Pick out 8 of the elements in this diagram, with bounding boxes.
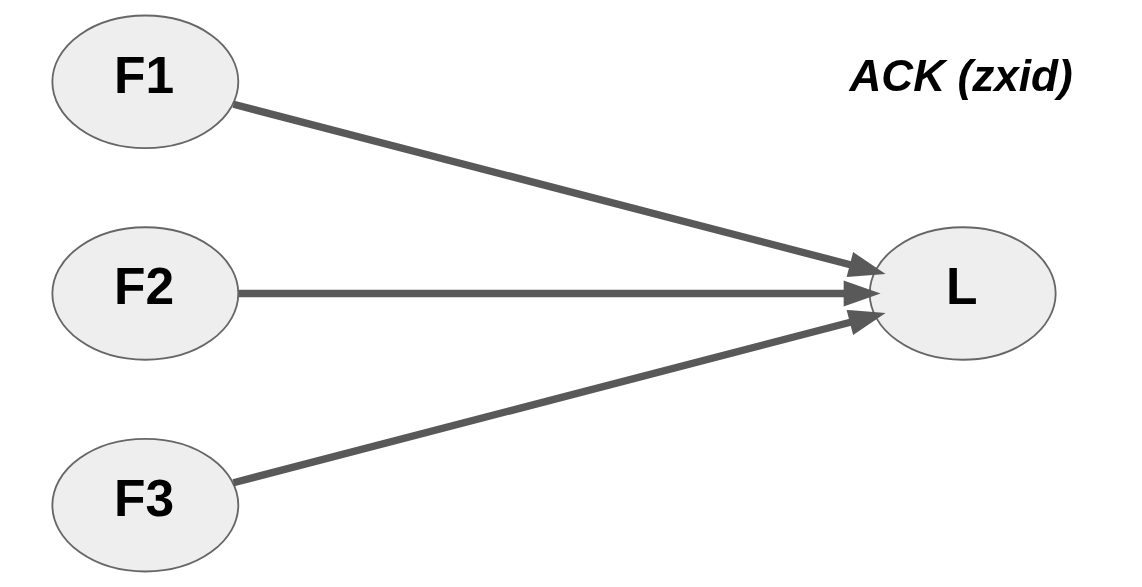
node-ellipse: F2	[50, 226, 239, 361]
node-ellipse: L	[868, 226, 1057, 361]
arrow	[238, 280, 881, 307]
arrow	[232, 100, 886, 278]
arrow	[232, 309, 886, 487]
node-ellipse: F3	[50, 438, 239, 573]
label: ACK (zxid)	[848, 51, 1073, 101]
node-ellipse: F1	[50, 14, 239, 149]
